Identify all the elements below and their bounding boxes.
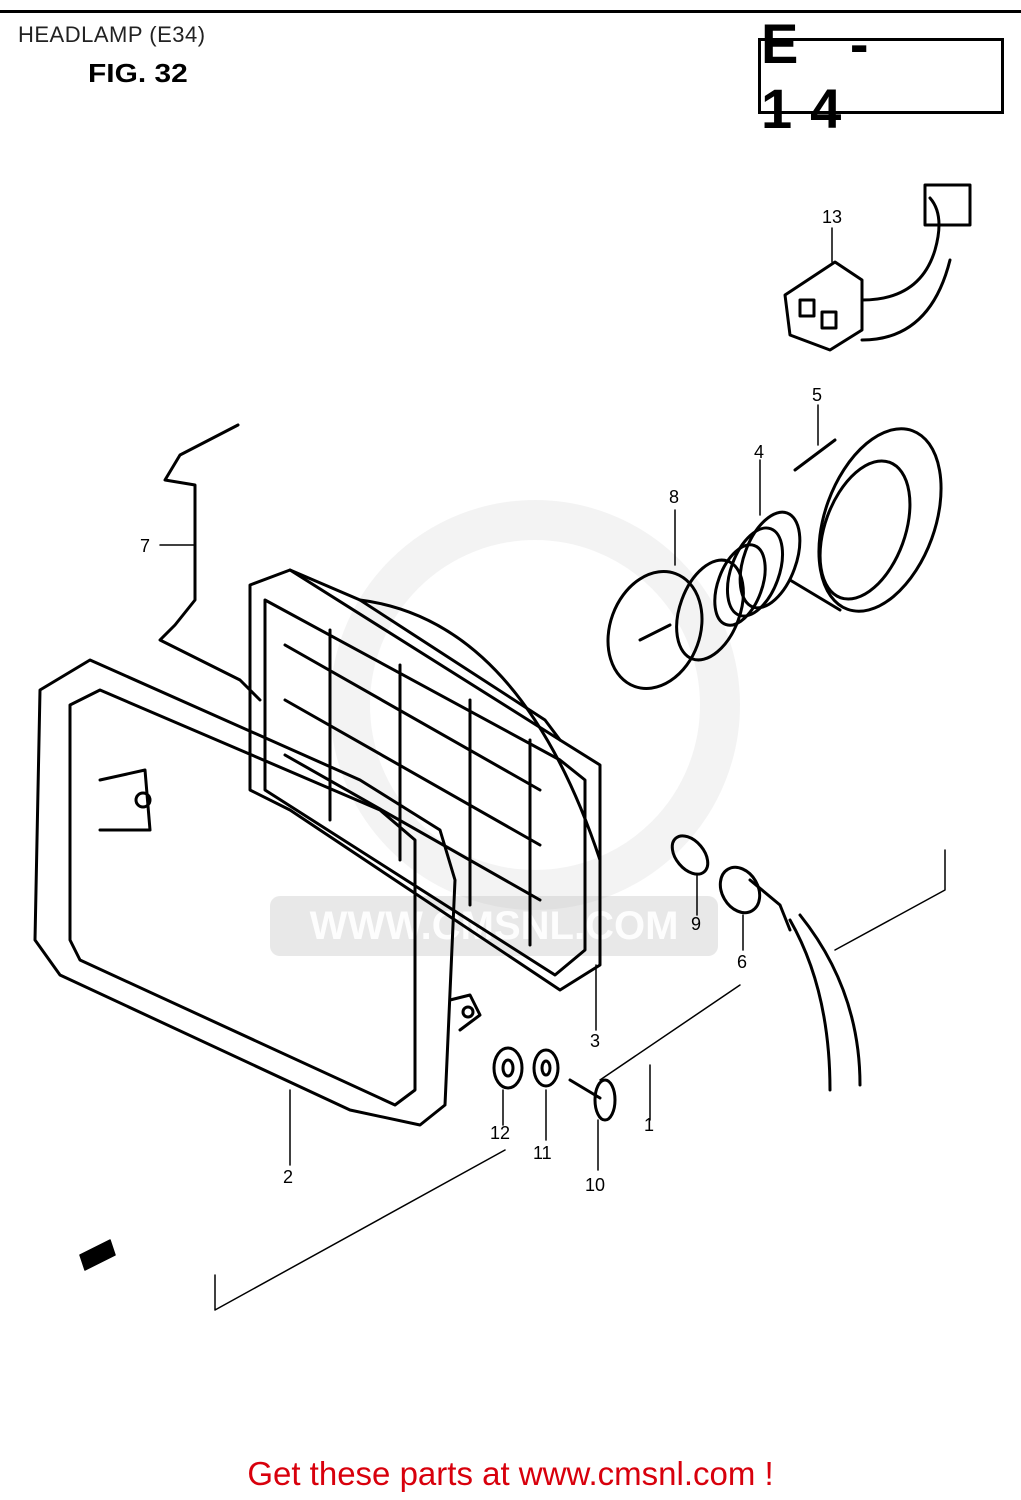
callout-10: 10 bbox=[585, 1175, 605, 1195]
callout-5: 5 bbox=[812, 385, 822, 405]
bulb-cover-part-5 bbox=[788, 427, 943, 613]
headlamp-rim-part-2 bbox=[33, 658, 482, 1127]
page-title: HEADLAMP (E34) bbox=[18, 22, 206, 47]
socket-part-6 bbox=[718, 865, 862, 1092]
sealed-beam-unit-part-3 bbox=[248, 568, 602, 992]
callout-4: 4 bbox=[754, 442, 764, 462]
screw-part-10 bbox=[568, 1078, 617, 1122]
callout-13: 13 bbox=[822, 207, 842, 227]
callout-6: 6 bbox=[737, 952, 747, 972]
leader-lines bbox=[79, 227, 946, 1311]
callout-labels: 13 5 4 8 7 9 6 3 1 12 11 10 2 bbox=[140, 207, 842, 1195]
connector-part-13 bbox=[783, 183, 972, 352]
watermark-text: WWW.CMSNL.COM bbox=[270, 896, 718, 956]
bulb-part-8 bbox=[606, 558, 745, 690]
bulb-part-9 bbox=[670, 834, 710, 876]
lock-washer-part-11 bbox=[532, 1048, 560, 1088]
callout-9: 9 bbox=[691, 914, 701, 934]
callout-2: 2 bbox=[283, 1167, 293, 1187]
spring-part-4 bbox=[713, 510, 802, 627]
callout-1: 1 bbox=[644, 1115, 654, 1135]
figure-number: FIG. 32 bbox=[88, 58, 188, 88]
footer-link-text[interactable]: Get these parts at www.cmsnl.com ! bbox=[247, 1455, 774, 1492]
washer-part-12 bbox=[492, 1046, 524, 1090]
top-rule bbox=[0, 10, 1021, 13]
callout-12: 12 bbox=[490, 1123, 510, 1143]
callout-3: 3 bbox=[590, 1031, 600, 1051]
wire-spring-part-7 bbox=[158, 423, 262, 702]
callout-7: 7 bbox=[140, 536, 150, 556]
callout-11: 11 bbox=[533, 1143, 552, 1163]
callout-8: 8 bbox=[669, 487, 679, 507]
